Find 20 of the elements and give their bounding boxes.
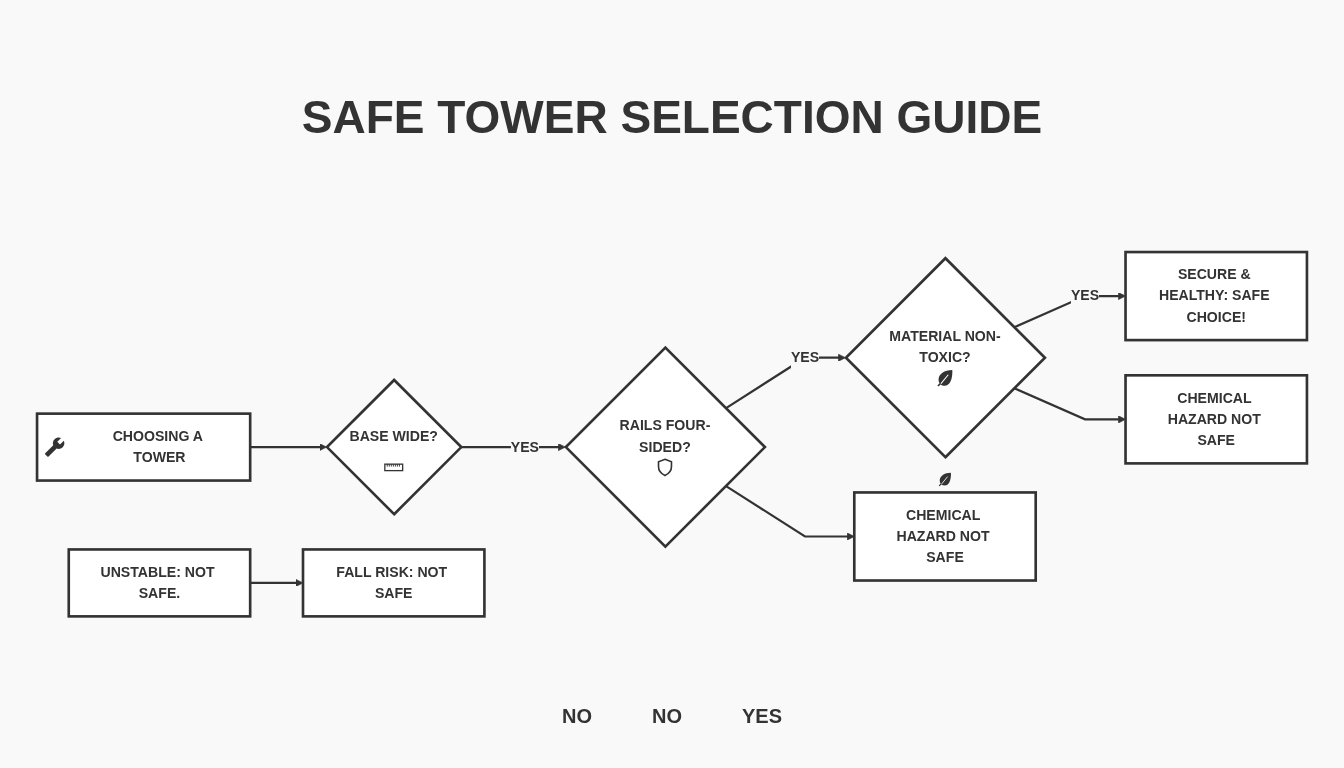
answer-label: YES bbox=[742, 705, 782, 728]
edge-label: YES bbox=[510, 439, 540, 455]
node-diamond: RAILS FOUR-SIDED? bbox=[564, 346, 767, 549]
edge-label: YES bbox=[790, 350, 820, 366]
node-box: UNSTABLE: NOT SAFE. bbox=[67, 548, 252, 618]
arrow bbox=[250, 579, 304, 588]
arrow bbox=[1013, 387, 1126, 424]
node-diamond: BASE WIDE? bbox=[325, 378, 464, 517]
edge-label: YES bbox=[1070, 288, 1100, 304]
answer-label: NO bbox=[652, 705, 682, 728]
node-box: FALL RISK: NOT SAFE bbox=[301, 548, 486, 618]
node-box: CHOOSING A TOWER bbox=[35, 412, 252, 483]
arrow bbox=[250, 443, 327, 452]
node-box: CHEMICAL HAZARD NOT SAFE bbox=[1124, 374, 1309, 465]
answer-label: NO bbox=[562, 705, 592, 728]
node-diamond: MATERIAL NON-TOXIC? bbox=[844, 256, 1047, 460]
arrow bbox=[725, 485, 855, 541]
node-box: CHEMICAL HAZARD NOT SAFE bbox=[852, 491, 1037, 583]
diagram-title: SAFE TOWER SELECTION GUIDE bbox=[301, 90, 1043, 144]
node-box: SECURE & HEALTHY: SAFE CHOICE! bbox=[1124, 251, 1309, 342]
